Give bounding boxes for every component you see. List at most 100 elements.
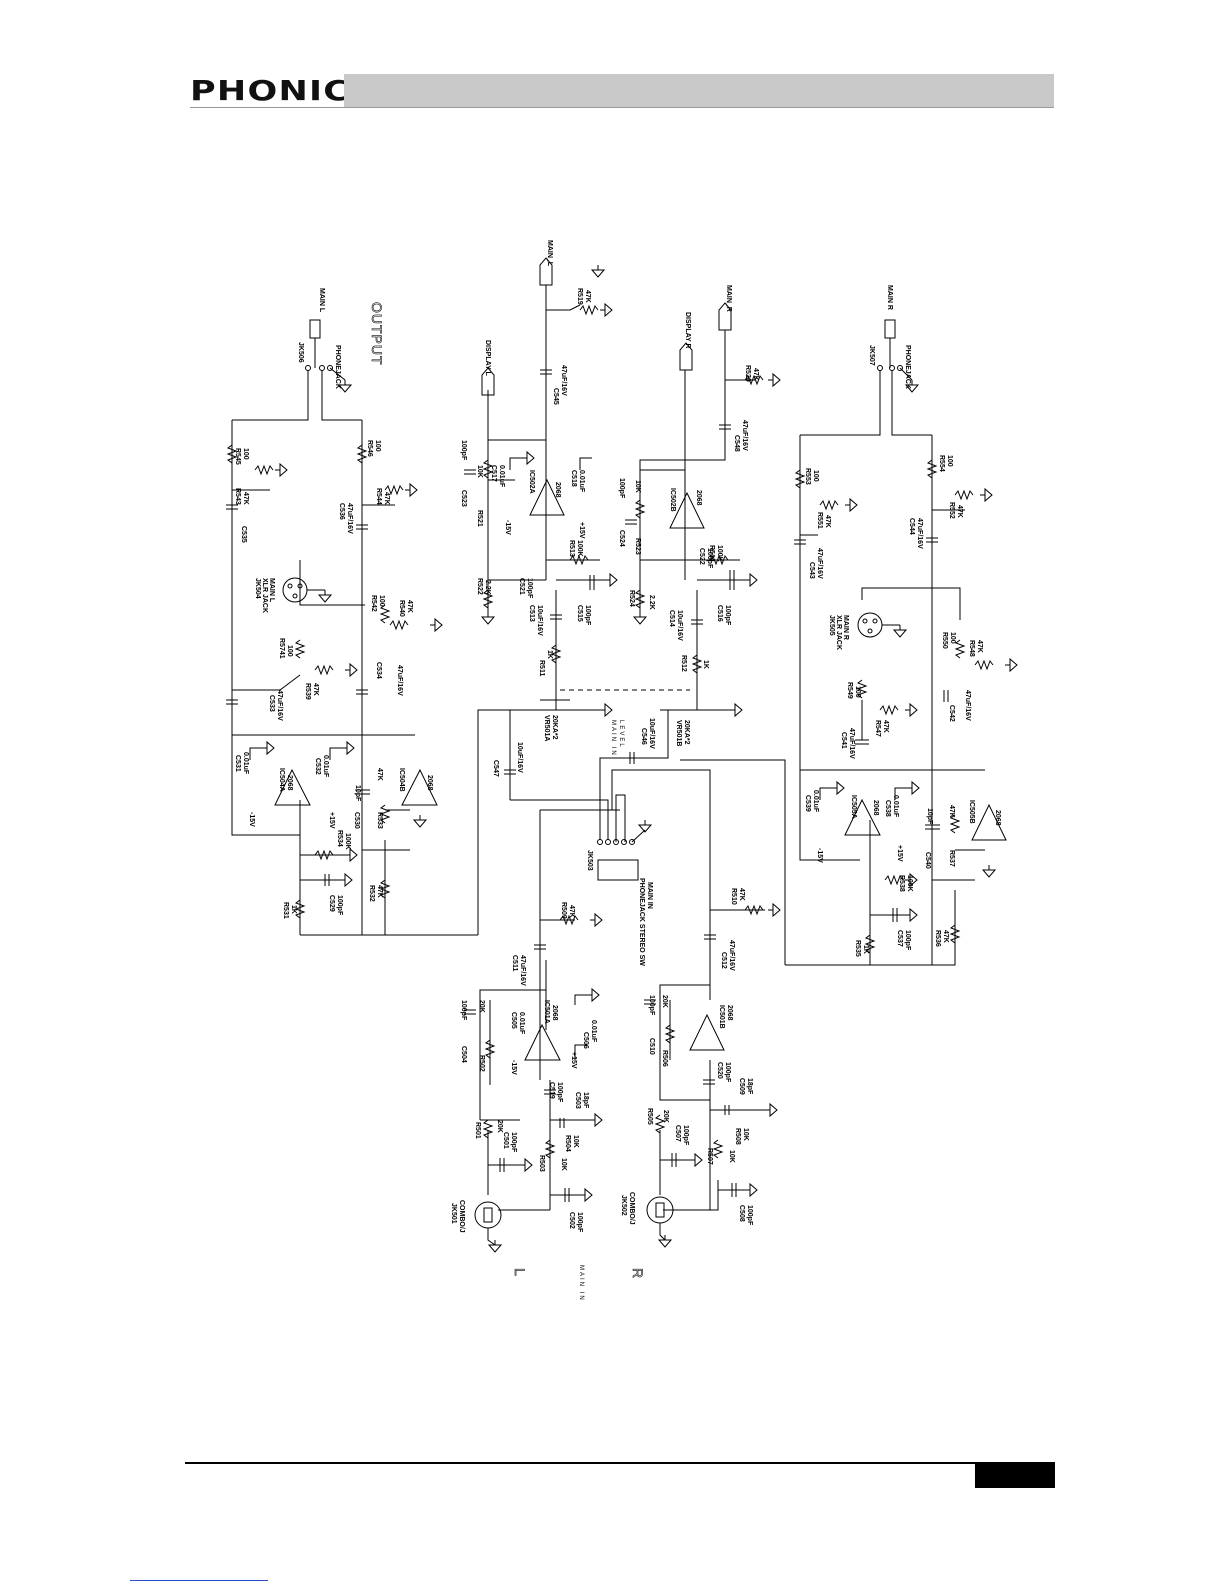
label-display-r: DISPLAY R [684,312,691,349]
label-c529: C529 [328,895,335,912]
label-ic501b-part: 2068 [726,1005,733,1021]
label-r537: R537 [948,850,955,867]
label-jk505-type: XLR JACK [835,615,842,650]
label-ic502a-pos: +15V [578,522,585,539]
label-c524-value: 100pF [618,478,625,499]
label-r509-value: 47K [568,905,575,918]
label-c508: C508 [738,1205,745,1222]
footer-link-line[interactable] [130,1580,268,1581]
label-r503-value: 10K [560,1158,567,1171]
label-r506-value: 20K [661,995,668,1008]
label-r5741-value: 100 [286,645,293,657]
label-ic504b: IC504B [398,768,405,792]
label-r547: R547 [874,720,881,737]
label-c538: C538 [884,800,891,817]
label-c545: C545 [552,388,559,405]
jk505-xlr [857,612,907,638]
label-r508: R508 [734,1128,741,1145]
label-c530-value: 10pF [354,785,361,802]
label-ic505b: IC505B [968,800,975,824]
label-c540-value: 10pF [926,808,933,825]
label-ic504a-part: 2068 [286,775,293,791]
label-r513: R513 [568,540,575,557]
label-c509: C509 [738,1078,745,1095]
label-ic501b: IC501B [718,1005,725,1029]
label-c510-value: 100pF [648,995,655,1016]
label-r504-value: 10K [572,1135,579,1148]
output-right-wires [680,370,985,966]
label-c515: C515 [576,605,583,622]
label-r542-value: 100 [378,595,385,607]
label-c506-value: 0.01uF [590,1020,597,1043]
label-ic505a: IC505A [850,795,857,819]
label-c542: C542 [948,705,955,722]
label-r544-value: 47K [383,492,390,505]
label-main-r-net: MAIN_R [725,285,732,312]
label-c531: C531 [234,755,241,772]
label-c548: C548 [733,435,740,452]
phonic-logo: PHONIC [190,72,349,108]
label-r535-value: 1K [862,945,869,954]
label-c507: C507 [674,1125,681,1142]
label-ic501a-neg: -15V [510,1060,517,1075]
ic504a-opamp [274,768,311,806]
label-r548: R548 [968,640,975,657]
label-r510-value: 47K [738,888,745,901]
label-ic502b-part: 2068 [695,490,702,506]
label-c532-value: 0.01uF [322,755,329,778]
input-right-components [644,999,778,1197]
label-r511-value: 1K [546,650,553,659]
jk504-xlr [282,577,332,603]
label-jk506-type: PHONEJACK [334,345,341,389]
label-ic505a-part: 2068 [872,800,879,816]
label-main-l-out: MAIN L [318,288,325,313]
label-level-1: MAIN IN [610,720,616,757]
label-r537-value: 47K [948,805,955,818]
label-c511: C511 [511,955,518,971]
label-r506: R506 [661,1050,668,1067]
label-c547-value: 10uF/16V [516,742,523,773]
label-c506: C506 [582,1032,589,1049]
label-c502: C502 [568,1212,575,1229]
label-c516: C516 [716,605,723,622]
label-r504: R504 [564,1135,571,1152]
ic502b-opamp [669,491,705,529]
label-ic504a-pos: +15V [328,812,335,829]
label-c522: C522 [698,548,705,565]
label-c539-value: 0.01uF [812,790,819,813]
label-c513: C513 [528,605,535,622]
label-r543-value: 47K [242,492,249,505]
label-c517: C517 [490,465,497,482]
jk501-combo [474,1201,502,1253]
output-left-components [226,444,443,919]
label-ic501a-pos: +15V [570,1052,577,1069]
label-r501-value: 20K [496,1120,503,1133]
header-bar [344,74,1054,108]
label-c533: C533 [268,695,275,712]
label-r550-value: 100 [949,632,956,644]
label-c521: C521 [518,578,525,595]
label-ic502a-neg: -15V [504,520,511,535]
label-r549-value: 100 [854,686,861,698]
label-c548-value: 47uF/16V [741,420,748,451]
label-c520-value: 100pF [724,1062,731,1083]
label-r524-value: 2.2K [648,595,655,610]
label-r533: R533 [376,812,383,829]
input-label-main-in: MAIN IN [578,1265,584,1302]
label-c546: C546 [640,728,647,745]
label-ic502a-part: 2068 [554,482,561,498]
label-c518-value: 0.01uF [578,470,585,493]
ic505b-opamp [971,803,1007,878]
label-c512-value: 47uF/16V [728,940,735,971]
label-r521-value: 10K [476,465,483,478]
label-r524: R524 [628,590,635,607]
label-c502-value: 100pF [576,1212,583,1233]
label-r502: R502 [478,1055,485,1072]
jk506-phonejack [305,319,352,393]
label-c517-value: 0.01uF [498,465,505,488]
label-c539: C539 [804,795,811,812]
label-jk502-type: COMBO/J [628,1192,635,1225]
label-c523: C523 [460,490,467,507]
label-c541-value: 47uF/16V [848,728,855,759]
page-number-block [975,1462,1055,1488]
